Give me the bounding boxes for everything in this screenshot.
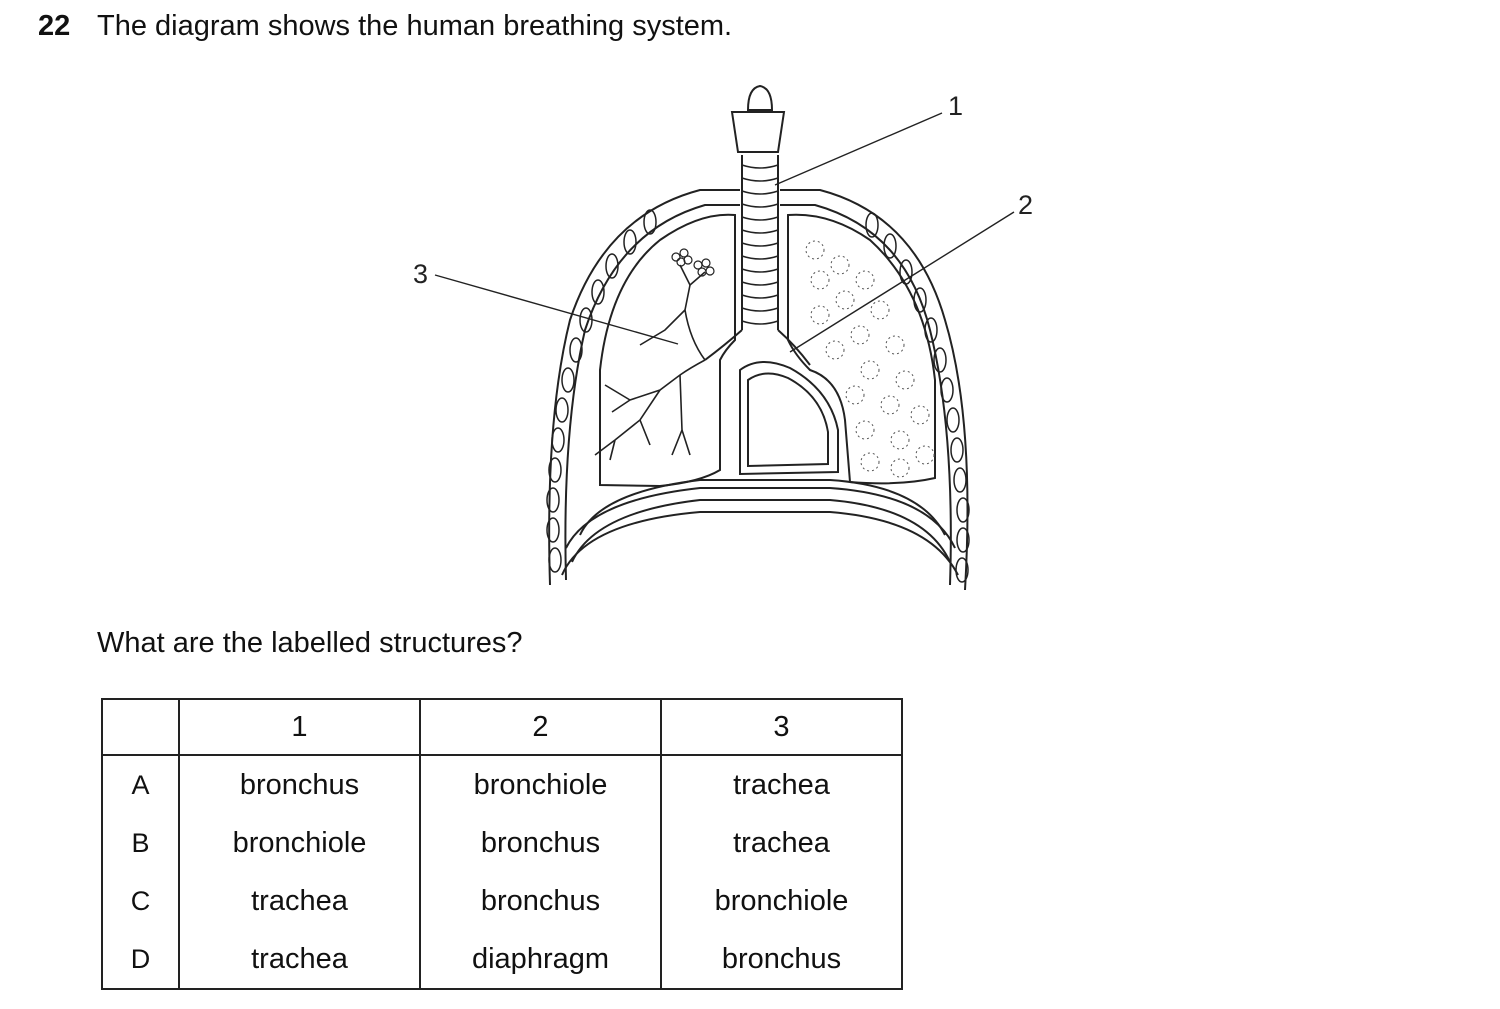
table-header-1: 1: [178, 698, 421, 756]
option-cell: bronchus: [178, 755, 421, 814]
option-cell: trachea: [660, 814, 903, 872]
option-letter: A: [101, 755, 180, 814]
option-letter: B: [101, 814, 180, 872]
question-prompt: What are the labelled structures?: [97, 627, 523, 659]
option-cell: bronchus: [660, 930, 903, 990]
option-row-a[interactable]: A bronchus bronchiole trachea: [101, 755, 903, 814]
table-header-2: 2: [419, 698, 662, 756]
option-letter: D: [101, 930, 180, 990]
table-header-blank: [101, 698, 180, 756]
option-row-d[interactable]: D trachea diaphragm bronchus: [101, 930, 903, 990]
option-cell: trachea: [660, 755, 903, 814]
diagram-label-3: 3: [413, 259, 428, 289]
diagram-label-1: 1: [948, 91, 963, 121]
option-cell: bronchus: [419, 872, 662, 930]
option-cell: bronchiole: [178, 814, 421, 872]
option-cell: bronchus: [419, 814, 662, 872]
answer-options-table: 1 2 3 A bronchus bronchiole trachea B br…: [101, 698, 903, 990]
table-header-3: 3: [660, 698, 903, 756]
question-number: 22: [38, 10, 71, 42]
breathing-system-diagram: 1 2 3: [413, 84, 1033, 591]
option-cell: trachea: [178, 872, 421, 930]
option-row-c[interactable]: C trachea bronchus bronchiole: [101, 872, 903, 930]
option-cell: trachea: [178, 930, 421, 990]
option-cell: bronchiole: [419, 755, 662, 814]
question-stem: The diagram shows the human breathing sy…: [97, 10, 733, 42]
table-header-row: 1 2 3: [101, 698, 903, 756]
option-cell: bronchiole: [660, 872, 903, 930]
option-row-b[interactable]: B bronchiole bronchus trachea: [101, 814, 903, 872]
diagram-label-2: 2: [1018, 190, 1033, 220]
option-cell: diaphragm: [419, 930, 662, 990]
option-letter: C: [101, 872, 180, 930]
